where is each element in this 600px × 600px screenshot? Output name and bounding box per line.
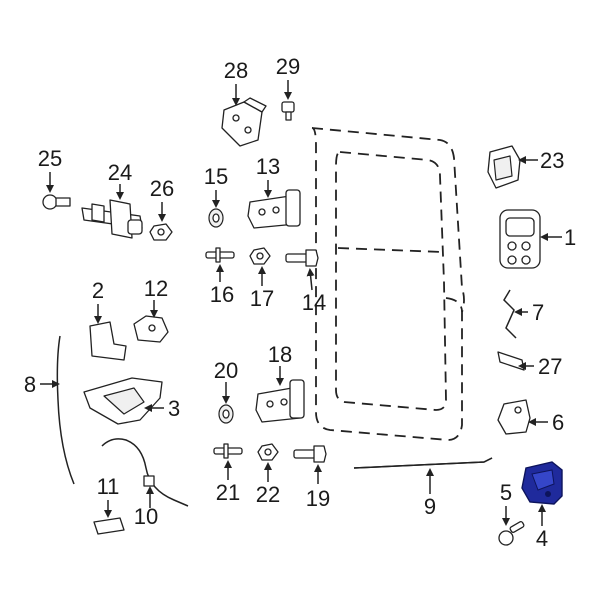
- part-22-nut: [257, 443, 279, 461]
- callout-26: 26: [150, 176, 174, 201]
- callout-17: 17: [250, 286, 274, 311]
- part-18-hinge: [255, 379, 305, 423]
- part-15-washer: [208, 208, 224, 228]
- callout-28: 28: [224, 58, 248, 83]
- part-17-nut: [249, 247, 271, 265]
- part-12-bracket: [133, 315, 169, 343]
- part-4-latch-highlighted: [521, 461, 563, 505]
- callout-7: 7: [532, 300, 544, 325]
- callout-4: 4: [536, 526, 548, 551]
- callout-14: 14: [302, 290, 326, 315]
- callout-13: 13: [256, 154, 280, 179]
- callout-3: 3: [168, 396, 180, 421]
- part-3-housing: [83, 377, 163, 425]
- part-24-door-check: [81, 199, 143, 239]
- part-19-bolt: [293, 445, 327, 463]
- part-8-weatherstrip: [56, 335, 75, 485]
- callout-9: 9: [424, 494, 436, 519]
- callout-23: 23: [540, 148, 564, 173]
- part-23-handle: [487, 145, 521, 189]
- callout-2: 2: [92, 278, 104, 303]
- part-7-rod: [503, 289, 517, 339]
- part-29-bolt: [281, 101, 295, 121]
- callout-25: 25: [38, 146, 62, 171]
- callout-labels: 28 29 25 24 26 15 13 23 1 16 17 14 2 12 …: [24, 54, 576, 551]
- callout-15: 15: [204, 164, 228, 189]
- callout-16: 16: [210, 282, 234, 307]
- callout-19: 19: [306, 486, 330, 511]
- callout-20: 20: [214, 358, 238, 383]
- callout-12: 12: [144, 276, 168, 301]
- callout-27: 27: [538, 354, 562, 379]
- part-21-pin: [213, 443, 243, 459]
- part-28-hinge-bracket: [221, 97, 267, 147]
- callout-18: 18: [268, 342, 292, 367]
- part-5-screw: [498, 520, 525, 546]
- part-2-bracket: [89, 321, 127, 361]
- leader-lines: [40, 80, 562, 526]
- part-26-nut: [149, 223, 173, 241]
- door-outline: [311, 127, 465, 441]
- part-6-actuator: [497, 399, 531, 435]
- callout-8: 8: [24, 372, 36, 397]
- callout-10: 10: [134, 504, 158, 529]
- callout-29: 29: [276, 54, 300, 79]
- part-14-bolt: [285, 249, 319, 267]
- part-16-pin: [205, 247, 235, 263]
- part-25-bolt: [42, 194, 71, 210]
- part-27-clip: [497, 351, 525, 371]
- callout-6: 6: [552, 410, 564, 435]
- part-11-clip: [93, 517, 125, 535]
- part-20-washer: [218, 404, 234, 424]
- part-13-hinge: [247, 189, 301, 229]
- part-1-latch-assembly: [499, 209, 541, 269]
- callout-5: 5: [500, 480, 512, 505]
- callout-1: 1: [564, 225, 576, 250]
- callout-21: 21: [216, 480, 240, 505]
- callout-22: 22: [256, 482, 280, 507]
- callout-24: 24: [108, 160, 132, 185]
- callout-11: 11: [97, 474, 120, 499]
- part-9-rod: [353, 457, 493, 469]
